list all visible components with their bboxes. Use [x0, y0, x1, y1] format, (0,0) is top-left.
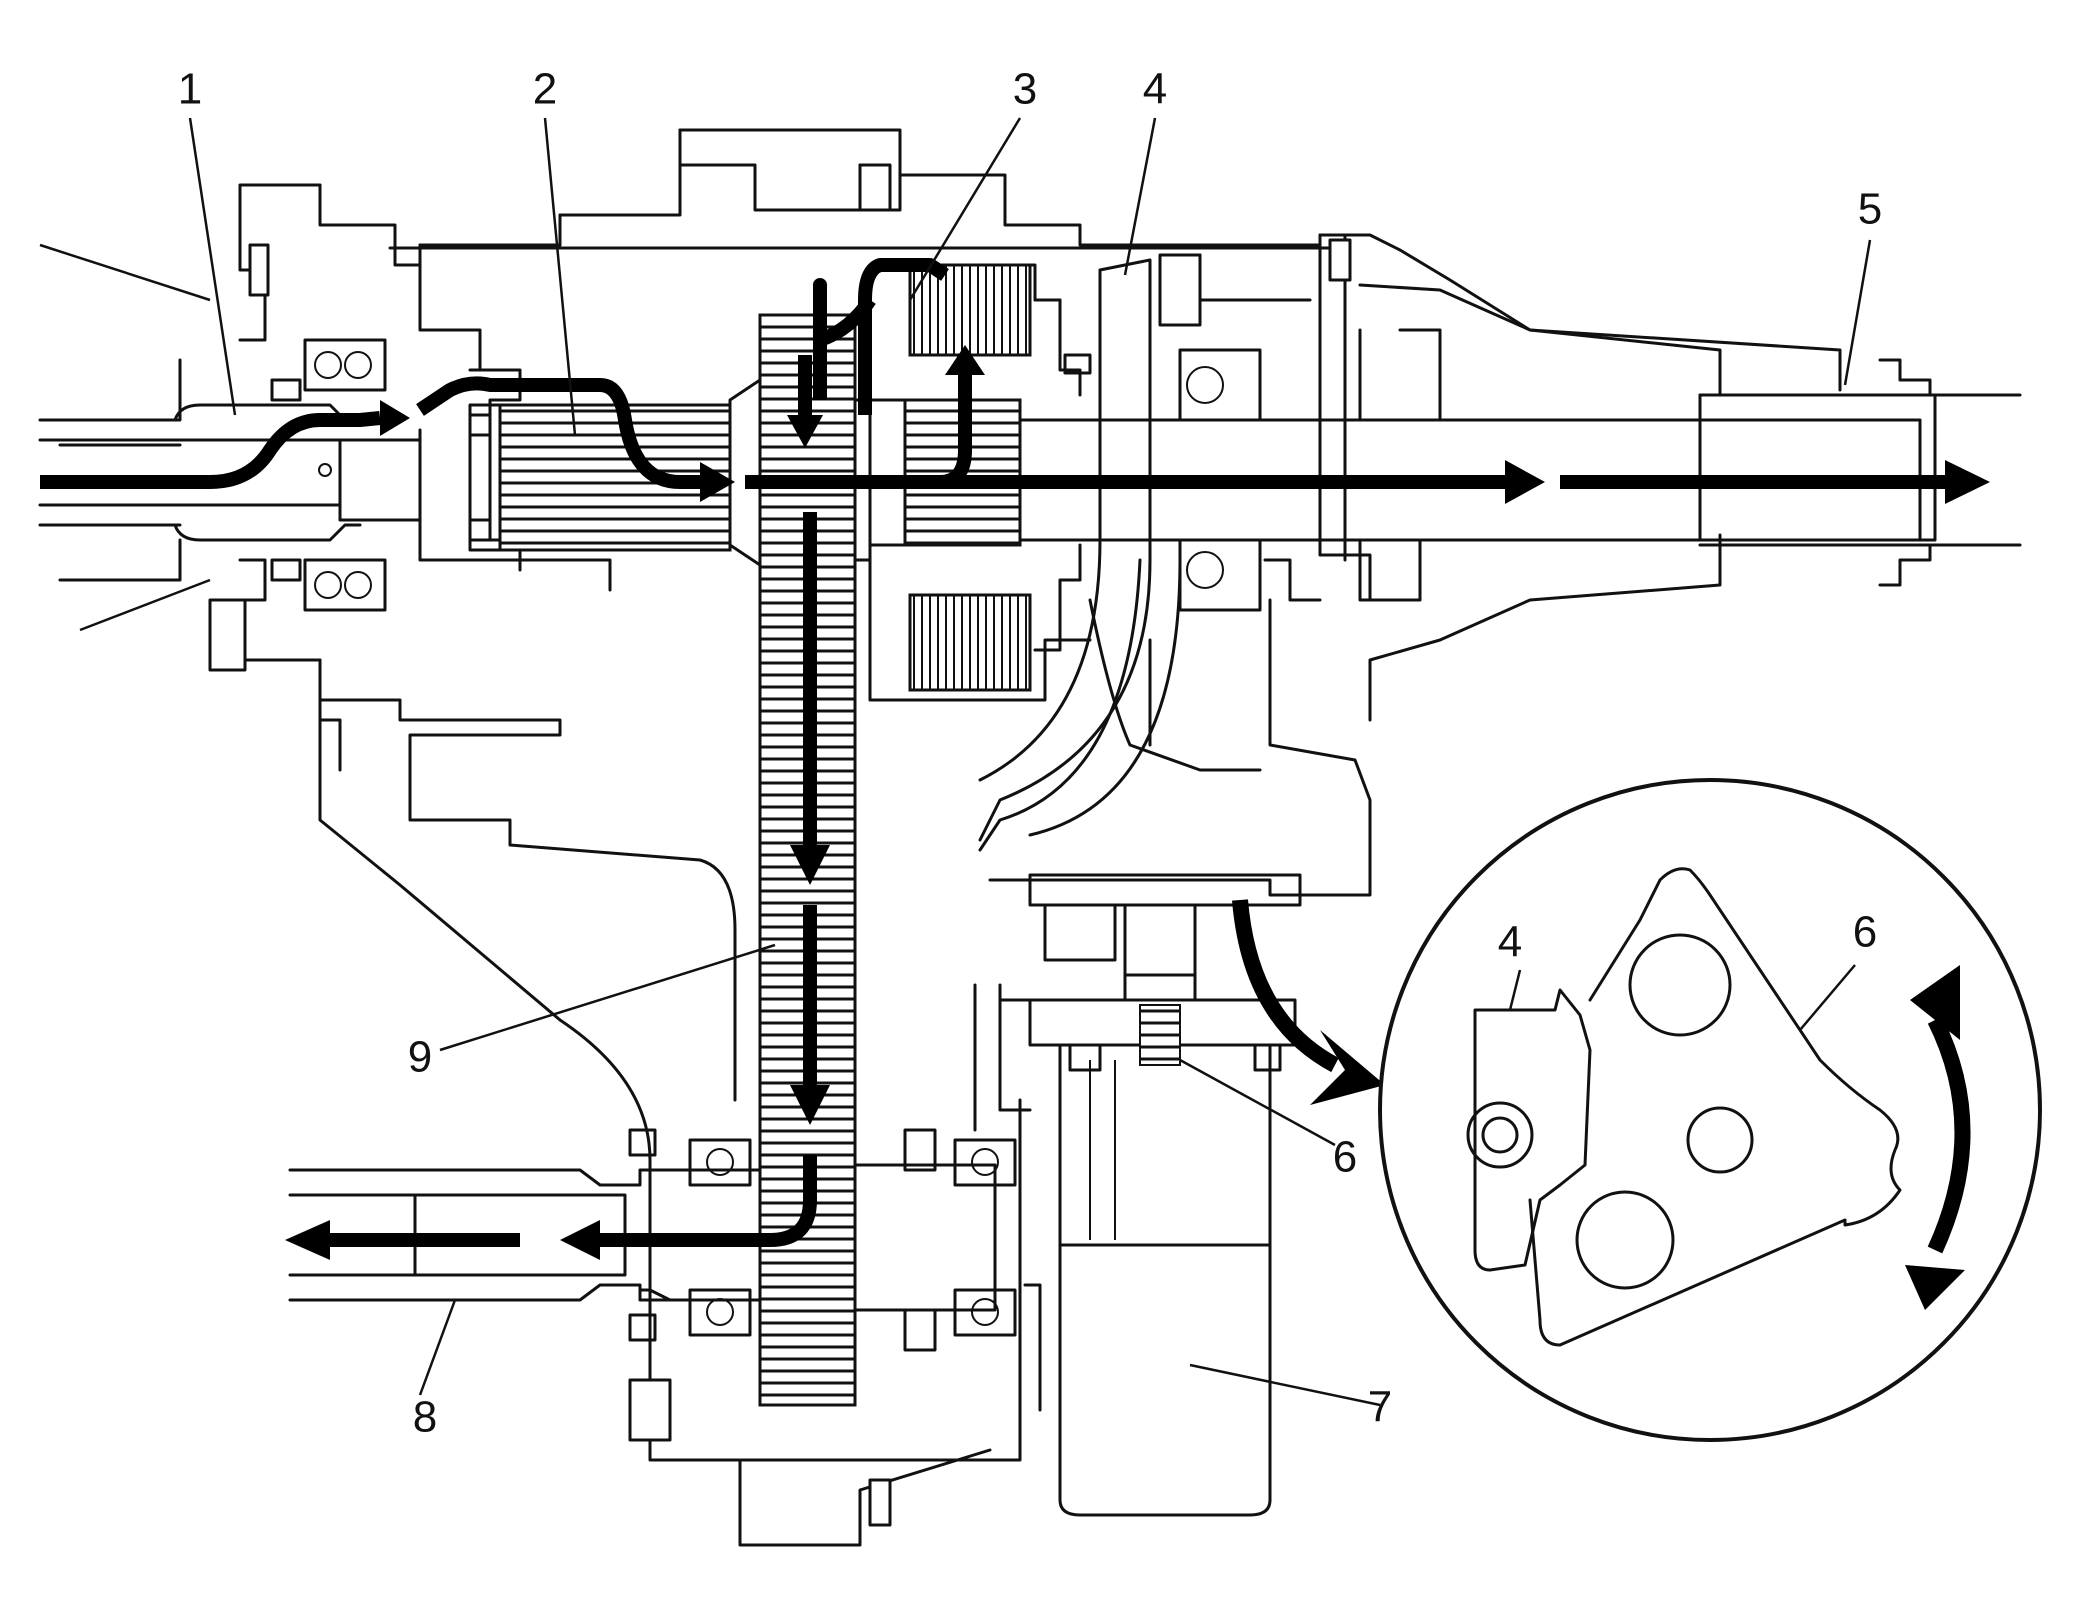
detail-callout-6: 6 [1853, 908, 1877, 957]
callout-8: 8 [413, 1393, 437, 1442]
front-output-shaft [288, 1128, 1042, 1412]
shift-fork-lever [978, 253, 1312, 842]
callout-labels: 1 2 3 4 5 6 7 8 9 4 6 [178, 65, 1882, 1442]
shift-motor [973, 983, 1297, 1517]
rear-output-shaft [1018, 328, 1937, 612]
detail-pointer-arrow [1232, 899, 1385, 1105]
input-bearings [270, 338, 387, 612]
callout-5: 5 [1858, 185, 1882, 234]
callout-7: 7 [1368, 1383, 1392, 1432]
callout-3: 3 [1013, 65, 1037, 114]
power-flow-arrows [40, 258, 1990, 1260]
callout-9: 9 [408, 1033, 432, 1082]
detail-callout-4: 4 [1498, 918, 1522, 967]
callout-6: 6 [1333, 1133, 1357, 1182]
detail-view-circle [1378, 778, 2042, 1442]
rotation-double-arrow [1905, 965, 1971, 1310]
callout-2: 2 [533, 65, 557, 114]
callout-1: 1 [178, 65, 202, 114]
callout-4: 4 [1143, 65, 1167, 114]
leader-lines [39, 117, 1872, 1407]
